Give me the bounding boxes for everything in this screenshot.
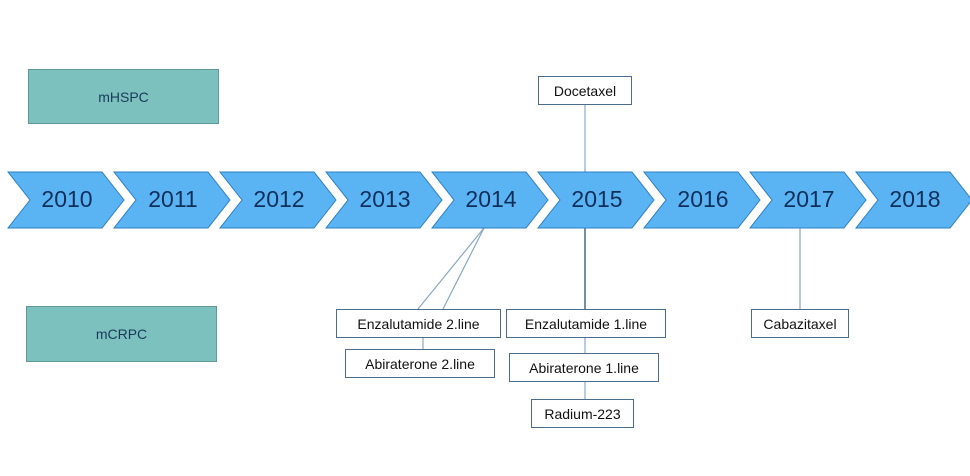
year-chevron-2017: [748, 171, 867, 229]
drug-docetaxel: Docetaxel: [538, 76, 632, 105]
category-mhspc-label: mHSPC: [98, 88, 149, 105]
year-label-2010: 2010: [41, 186, 92, 212]
year-label-2015: 2015: [571, 186, 622, 212]
drug-radium-223-label: Radium-223: [544, 405, 621, 422]
category-mcrpc: mCRPC: [26, 306, 217, 362]
category-mhspc: mHSPC: [28, 69, 219, 124]
drug-abiraterone-1line: Abiraterone 1.line: [509, 353, 659, 382]
year-chevron-2012: [218, 171, 337, 229]
year-label-2013: 2013: [359, 186, 410, 212]
year-chevron-2013: [324, 171, 443, 229]
year-label-2011: 2011: [148, 186, 197, 212]
connector-enzalutamide-2line: [417, 227, 485, 310]
year-label-2018: 2018: [889, 186, 940, 212]
drug-enzalutamide-1line-label: Enzalutamide 1.line: [524, 315, 648, 332]
year-chevron-2014: [430, 171, 549, 229]
year-label-2014: 2014: [465, 186, 516, 212]
drug-abiraterone-1line-label: Abiraterone 1.line: [529, 359, 639, 376]
drug-docetaxel-label: Docetaxel: [553, 82, 617, 99]
year-chevron-2010: [6, 171, 125, 229]
connector-enzalutamide-2line-b: [442, 227, 485, 310]
year-chevron-2018: [854, 171, 970, 229]
year-chevron-2011: [112, 171, 231, 229]
year-chevron-2016: [642, 171, 761, 229]
drug-abiraterone-2line: Abiraterone 2.line: [345, 349, 495, 378]
drug-abiraterone-2line-label: Abiraterone 2.line: [365, 355, 475, 372]
drug-radium-223: Radium-223: [531, 399, 634, 428]
drug-enzalutamide-2line-label: Enzalutamide 2.line: [357, 315, 480, 332]
year-label-2017: 2017: [783, 186, 834, 212]
category-mcrpc-label: mCRPC: [95, 326, 148, 342]
drug-cabazitaxel: Cabazitaxel: [751, 309, 849, 338]
drug-cabazitaxel-label: Cabazitaxel: [763, 315, 837, 332]
year-label-2012: 2012: [253, 186, 304, 212]
drug-enzalutamide-1line: Enzalutamide 1.line: [506, 309, 666, 338]
year-chevron-2015: [536, 171, 655, 229]
year-label-2016: 2016: [677, 186, 728, 212]
drug-enzalutamide-2line: Enzalutamide 2.line: [336, 309, 501, 338]
